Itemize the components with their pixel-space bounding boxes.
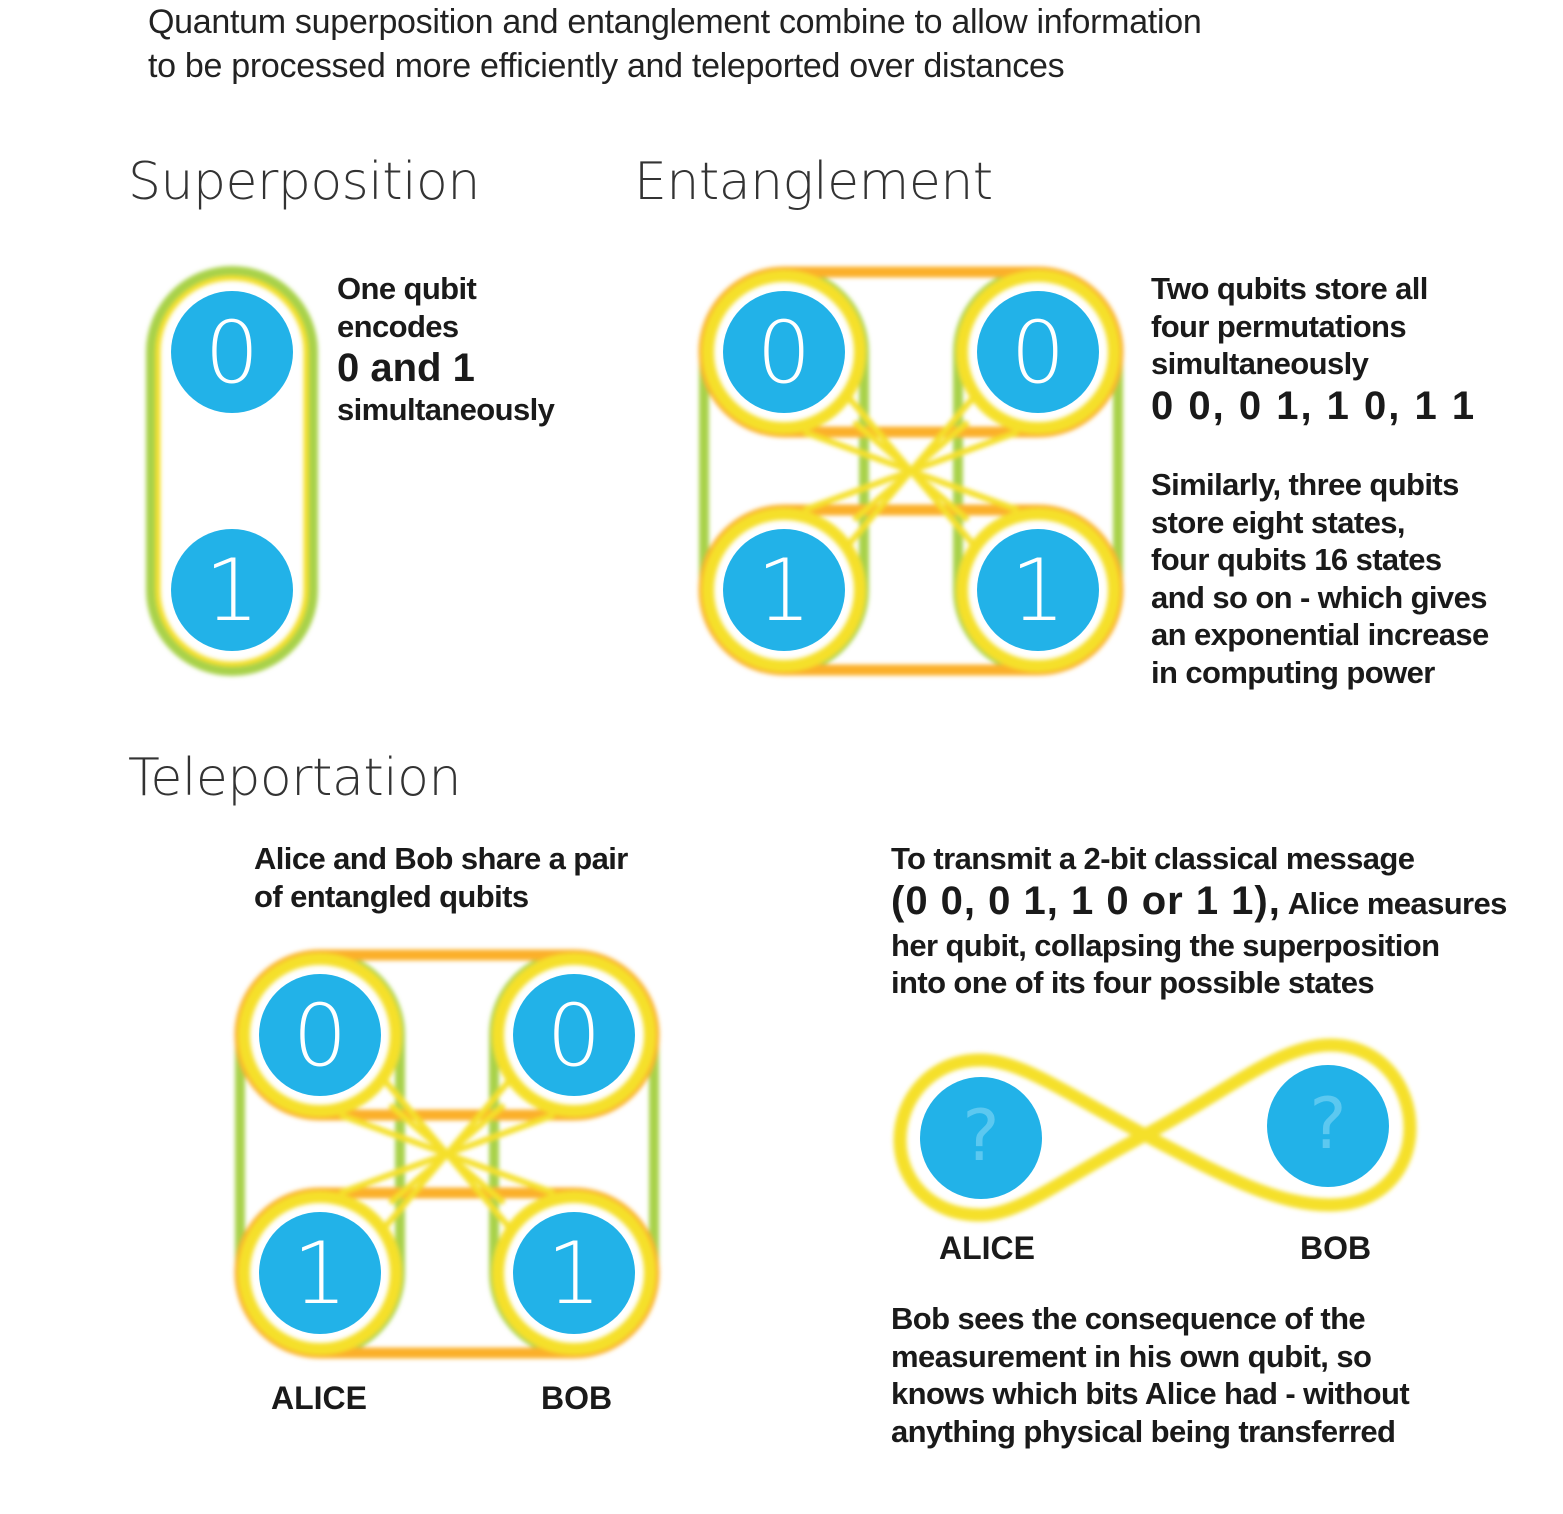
cross-link xyxy=(802,429,1020,513)
text-line: Bob sees the consequence of the xyxy=(891,1301,1366,1336)
text-line: simultaneously xyxy=(1151,346,1369,381)
text-line: of entangled qubits xyxy=(254,878,529,914)
superposition-qubit-1 xyxy=(171,529,293,651)
teleportation-qubit-10-label: 1 xyxy=(293,1224,348,1324)
text-line: anything physical being transferred xyxy=(891,1413,1396,1449)
qubit-halo xyxy=(238,953,402,1117)
intro-line: to be processed more efficiently and tel… xyxy=(148,47,1065,85)
text-line: Alice and Bob share a pair xyxy=(254,841,628,876)
superposition-qubit-1-label: 1 xyxy=(205,541,260,641)
teleportation-result-text: Bob sees the consequence of the measurem… xyxy=(891,1300,1410,1450)
teleportation-qubit-11 xyxy=(513,1212,635,1334)
entanglement-heading: Entanglement xyxy=(634,152,993,212)
text-line: four permutations xyxy=(1151,308,1407,344)
superposition-description: One qubit encodes 0 and 1 simultaneously xyxy=(337,270,555,429)
alice-label-measured: ALICE xyxy=(939,1230,1035,1266)
teleportation-heading: Teleportation xyxy=(128,748,461,808)
bob-label-measured: BOB xyxy=(1300,1230,1372,1266)
text-line: her qubit, collapsing the superposition xyxy=(891,927,1440,963)
text-line: To transmit a 2-bit classical message xyxy=(891,841,1415,876)
text-line: into one of its four possible states xyxy=(891,965,1375,1000)
text-line: encodes xyxy=(337,308,459,344)
intro-line: Quantum superposition and entanglement c… xyxy=(148,3,1202,41)
alice-unknown-qubit xyxy=(920,1077,1042,1199)
entanglement-qubit-11-label: 1 xyxy=(1011,541,1066,641)
teleportation-qubit-01 xyxy=(513,974,635,1096)
text-line: knows which bits Alice had - without xyxy=(891,1376,1410,1411)
teleportation-qubit-00-label: 0 xyxy=(293,986,348,1086)
qubit-halo xyxy=(956,270,1120,434)
entanglement-qubit-01 xyxy=(977,291,1099,413)
text-line: Alice measures xyxy=(1280,885,1508,921)
entanglement-qubit-11 xyxy=(977,529,1099,651)
bob-unknown-qubit-label: ? xyxy=(1309,1083,1346,1165)
teleportation-share-text: Alice and Bob share a pair of entangled … xyxy=(254,840,628,915)
entanglement-qubit-01-label: 0 xyxy=(1011,303,1066,403)
alice-label: ALICE xyxy=(271,1380,367,1416)
measured-entanglement-loop xyxy=(893,1038,1417,1222)
message-values: (0 0, 0 1, 1 0 or 1 1), xyxy=(891,878,1281,923)
teleportation-qubit-11-label: 1 xyxy=(547,1224,602,1324)
superposition-heading: Superposition xyxy=(128,152,480,212)
infinity-loop xyxy=(893,1038,1417,1222)
text-line: One qubit xyxy=(337,271,477,306)
bob-label: BOB xyxy=(541,1380,613,1416)
text-line: simultaneously xyxy=(337,392,555,427)
superposition-qubit-0-label: 0 xyxy=(205,303,260,403)
teleportation-measure-text: To transmit a 2-bit classical message (0… xyxy=(891,840,1507,1002)
qubit-halo xyxy=(956,508,1120,672)
entanglement-description-2: Similarly, three qubits store eight stat… xyxy=(1151,466,1489,691)
text-line: and so on - which gives xyxy=(1151,579,1487,615)
qubit-halo xyxy=(238,1191,402,1355)
entanglement-qubit-10 xyxy=(723,529,845,651)
entanglement-qubit-10-label: 1 xyxy=(757,541,812,641)
qubit-halo xyxy=(702,270,866,434)
text-line: an exponential increase xyxy=(1151,617,1489,652)
teleportation-entanglement-links xyxy=(234,949,660,1359)
text-line: 0 0, 0 1, 1 0, 1 1 xyxy=(1151,383,1477,428)
teleportation-qubit-00 xyxy=(259,974,381,1096)
entanglement-entanglement-links xyxy=(698,266,1124,676)
text-line: 0 and 1 xyxy=(337,346,475,390)
text-line: measurement in his own qubit, so xyxy=(891,1338,1372,1374)
entanglement-qubit-00-label: 0 xyxy=(757,303,812,403)
intro-text: Quantum superposition and entanglement c… xyxy=(148,0,1202,88)
superposition-qubit-0 xyxy=(171,291,293,413)
bob-unknown-qubit xyxy=(1267,1065,1389,1187)
text-line: four qubits 16 states xyxy=(1151,542,1442,577)
teleportation-qubit-10 xyxy=(259,1212,381,1334)
text-line: Two qubits store all xyxy=(1151,271,1428,306)
alice-unknown-qubit-label: ? xyxy=(962,1095,999,1177)
superposition-ring xyxy=(146,266,318,676)
text-line: store eight states, xyxy=(1151,504,1406,540)
superposition-ring-inner xyxy=(155,275,309,667)
qubit-halo xyxy=(702,508,866,672)
superposition-link xyxy=(146,266,318,676)
entanglement-description: Two qubits store all four permutations s… xyxy=(1151,270,1476,429)
teleportation-qubit-01-label: 0 xyxy=(547,986,602,1086)
qubit-halo xyxy=(492,953,656,1117)
entanglement-qubit-00 xyxy=(723,291,845,413)
text-line: Similarly, three qubits xyxy=(1151,467,1459,502)
text-line: in computing power xyxy=(1151,654,1435,690)
qubit-halo xyxy=(492,1191,656,1355)
cross-link xyxy=(338,1112,556,1196)
